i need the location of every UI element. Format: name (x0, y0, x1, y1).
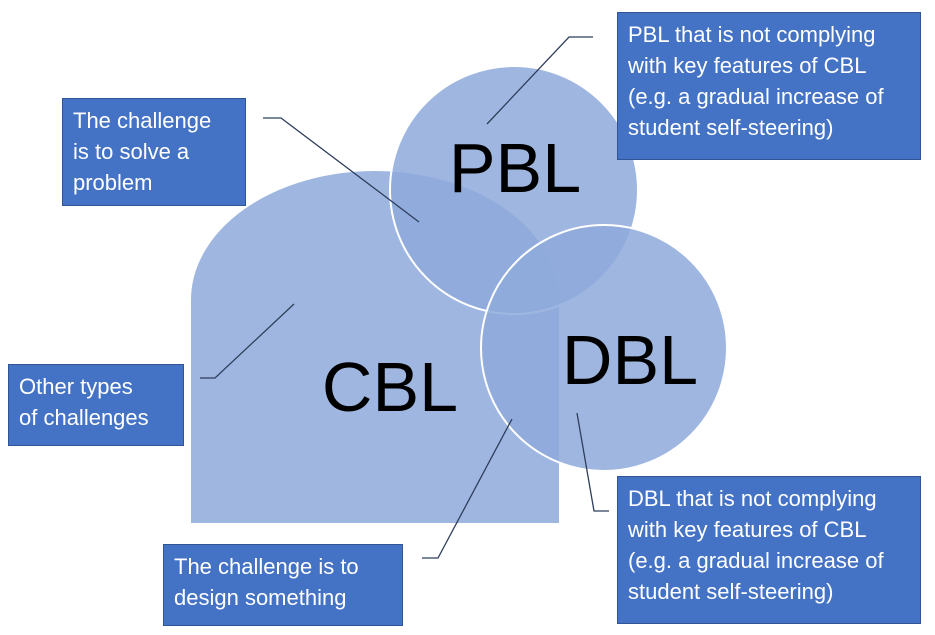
dbl-label: DBL (562, 321, 698, 399)
callout-line: PBL that is not complying (628, 22, 876, 47)
callout-line: The challenge (73, 108, 212, 133)
callout-line: is to solve a (73, 139, 190, 164)
callout-line: problem (73, 170, 153, 195)
callout-line: (e.g. a gradual increase of (628, 548, 884, 573)
callout-solve-problem: The challenge is to solve a problem (62, 98, 246, 206)
connector-pbl-not-complying (486, 36, 593, 125)
callout-line: with key features of CBL (628, 517, 867, 542)
callout-line: (e.g. a gradual increase of (628, 84, 884, 109)
connector-other-types (200, 303, 295, 379)
callout-line: The challenge is to (174, 554, 359, 579)
pbl-label: PBL (449, 129, 581, 207)
callout-line: Other types (19, 374, 133, 399)
callout-line: student self-steering) (628, 579, 834, 604)
connector-dbl-not-complying (576, 412, 609, 512)
callout-line: of challenges (19, 405, 149, 430)
callout-dbl-not-complying: DBL that is not complying with key featu… (617, 476, 921, 624)
callout-line: with key features of CBL (628, 53, 867, 78)
callout-other-types: Other types of challenges (8, 364, 184, 446)
callout-design-something: The challenge is to design something (163, 544, 403, 626)
cbl-label: CBL (322, 348, 458, 426)
callout-line: design something (174, 585, 347, 610)
callout-line: DBL that is not complying (628, 486, 877, 511)
callout-pbl-not-complying: PBL that is not complying with key featu… (617, 12, 921, 160)
connector-design-something (422, 418, 513, 559)
connector-solve-problem (263, 117, 420, 223)
dbl-circle (480, 224, 728, 472)
callout-line: student self-steering) (628, 115, 834, 140)
